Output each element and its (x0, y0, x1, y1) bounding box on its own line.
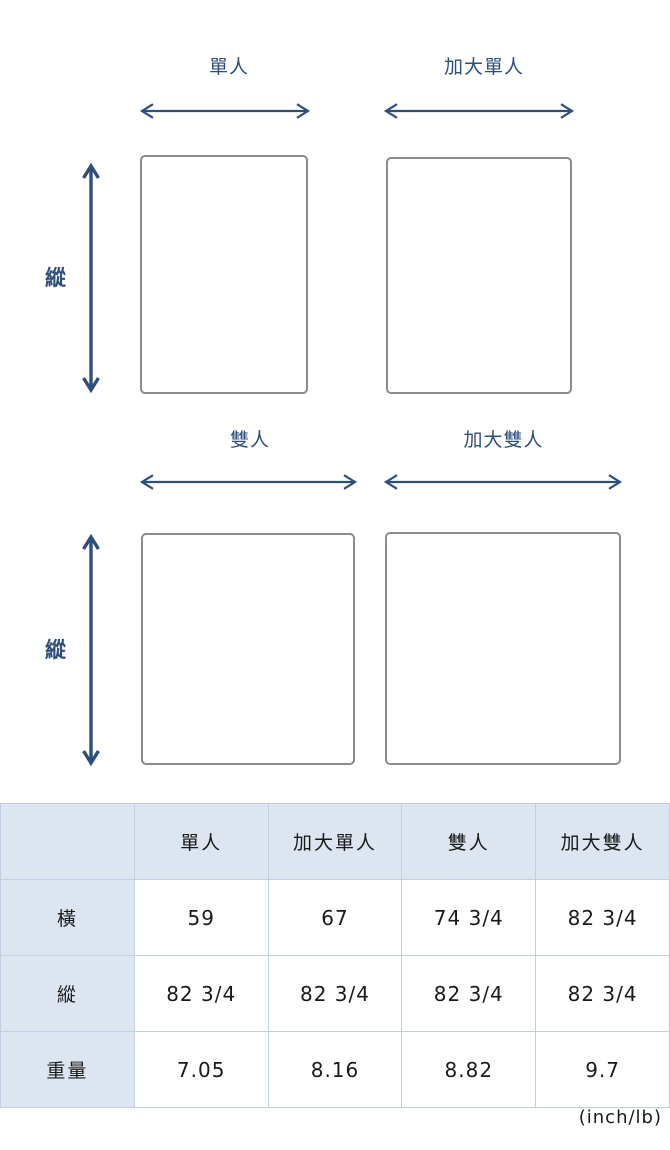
mattress-rect-king (385, 532, 621, 765)
width-arrow-super-single (383, 103, 575, 119)
spec-table-head: 單人 加大單人 雙人 加大雙人 (0, 803, 670, 880)
spec-table: 單人 加大單人 雙人 加大雙人 橫 59 67 74 3/4 82 3/4 縱 … (0, 803, 670, 1108)
cell-length-king: 82 3/4 (535, 955, 670, 1032)
mattress-size-diagram: 單人加大單人雙人加大雙人縱縱 (45, 57, 623, 767)
cell-width-king: 82 3/4 (535, 879, 670, 956)
table-corner-cell (0, 803, 135, 880)
height-arrow-top-height (82, 162, 100, 394)
size-label-super-single: 加大單人 (443, 57, 524, 78)
cell-length-super-single: 82 3/4 (267, 955, 403, 1032)
column-header-king: 加大雙人 (535, 803, 670, 880)
cell-weight-super-single: 8.16 (267, 1031, 403, 1108)
cell-length-single: 82 3/4 (133, 955, 269, 1032)
height-label-bottom-height: 縱 (45, 639, 66, 662)
height-label-top-height: 縱 (45, 267, 66, 290)
size-label-single: 單人 (208, 57, 249, 78)
table-header-row: 單人 加大單人 雙人 加大雙人 (0, 803, 670, 880)
cell-length-double: 82 3/4 (401, 955, 537, 1032)
row-header-length: 縱 (0, 955, 135, 1032)
size-label-king: 加大雙人 (463, 430, 544, 451)
spec-table-container: 單人 加大單人 雙人 加大雙人 橫 59 67 74 3/4 82 3/4 縱 … (0, 803, 670, 1108)
column-header-double: 雙人 (401, 803, 537, 880)
table-row: 縱 82 3/4 82 3/4 82 3/4 82 3/4 (0, 955, 670, 1032)
width-arrow-single (139, 103, 311, 119)
table-row: 重量 7.05 8.16 8.82 9.7 (0, 1031, 670, 1108)
column-header-super-single: 加大單人 (267, 803, 403, 880)
column-header-single: 單人 (133, 803, 269, 880)
cell-weight-single: 7.05 (133, 1031, 269, 1108)
spec-table-body: 橫 59 67 74 3/4 82 3/4 縱 82 3/4 82 3/4 82… (0, 879, 670, 1108)
unit-note: (inch/lb) (578, 1107, 662, 1128)
mattress-rect-double (141, 533, 355, 765)
height-arrow-bottom-height (82, 533, 100, 767)
mattress-rect-super-single (386, 157, 572, 394)
cell-width-single: 59 (133, 879, 269, 956)
cell-width-super-single: 67 (267, 879, 403, 956)
row-header-width: 橫 (0, 879, 135, 956)
size-label-double: 雙人 (229, 430, 270, 451)
row-header-weight: 重量 (0, 1031, 135, 1108)
cell-weight-king: 9.7 (535, 1031, 670, 1108)
width-arrow-king (383, 474, 623, 490)
table-row: 橫 59 67 74 3/4 82 3/4 (0, 879, 670, 956)
mattress-rect-single (140, 155, 308, 394)
width-arrow-double (139, 474, 358, 490)
cell-weight-double: 8.82 (401, 1031, 537, 1108)
cell-width-double: 74 3/4 (401, 879, 537, 956)
